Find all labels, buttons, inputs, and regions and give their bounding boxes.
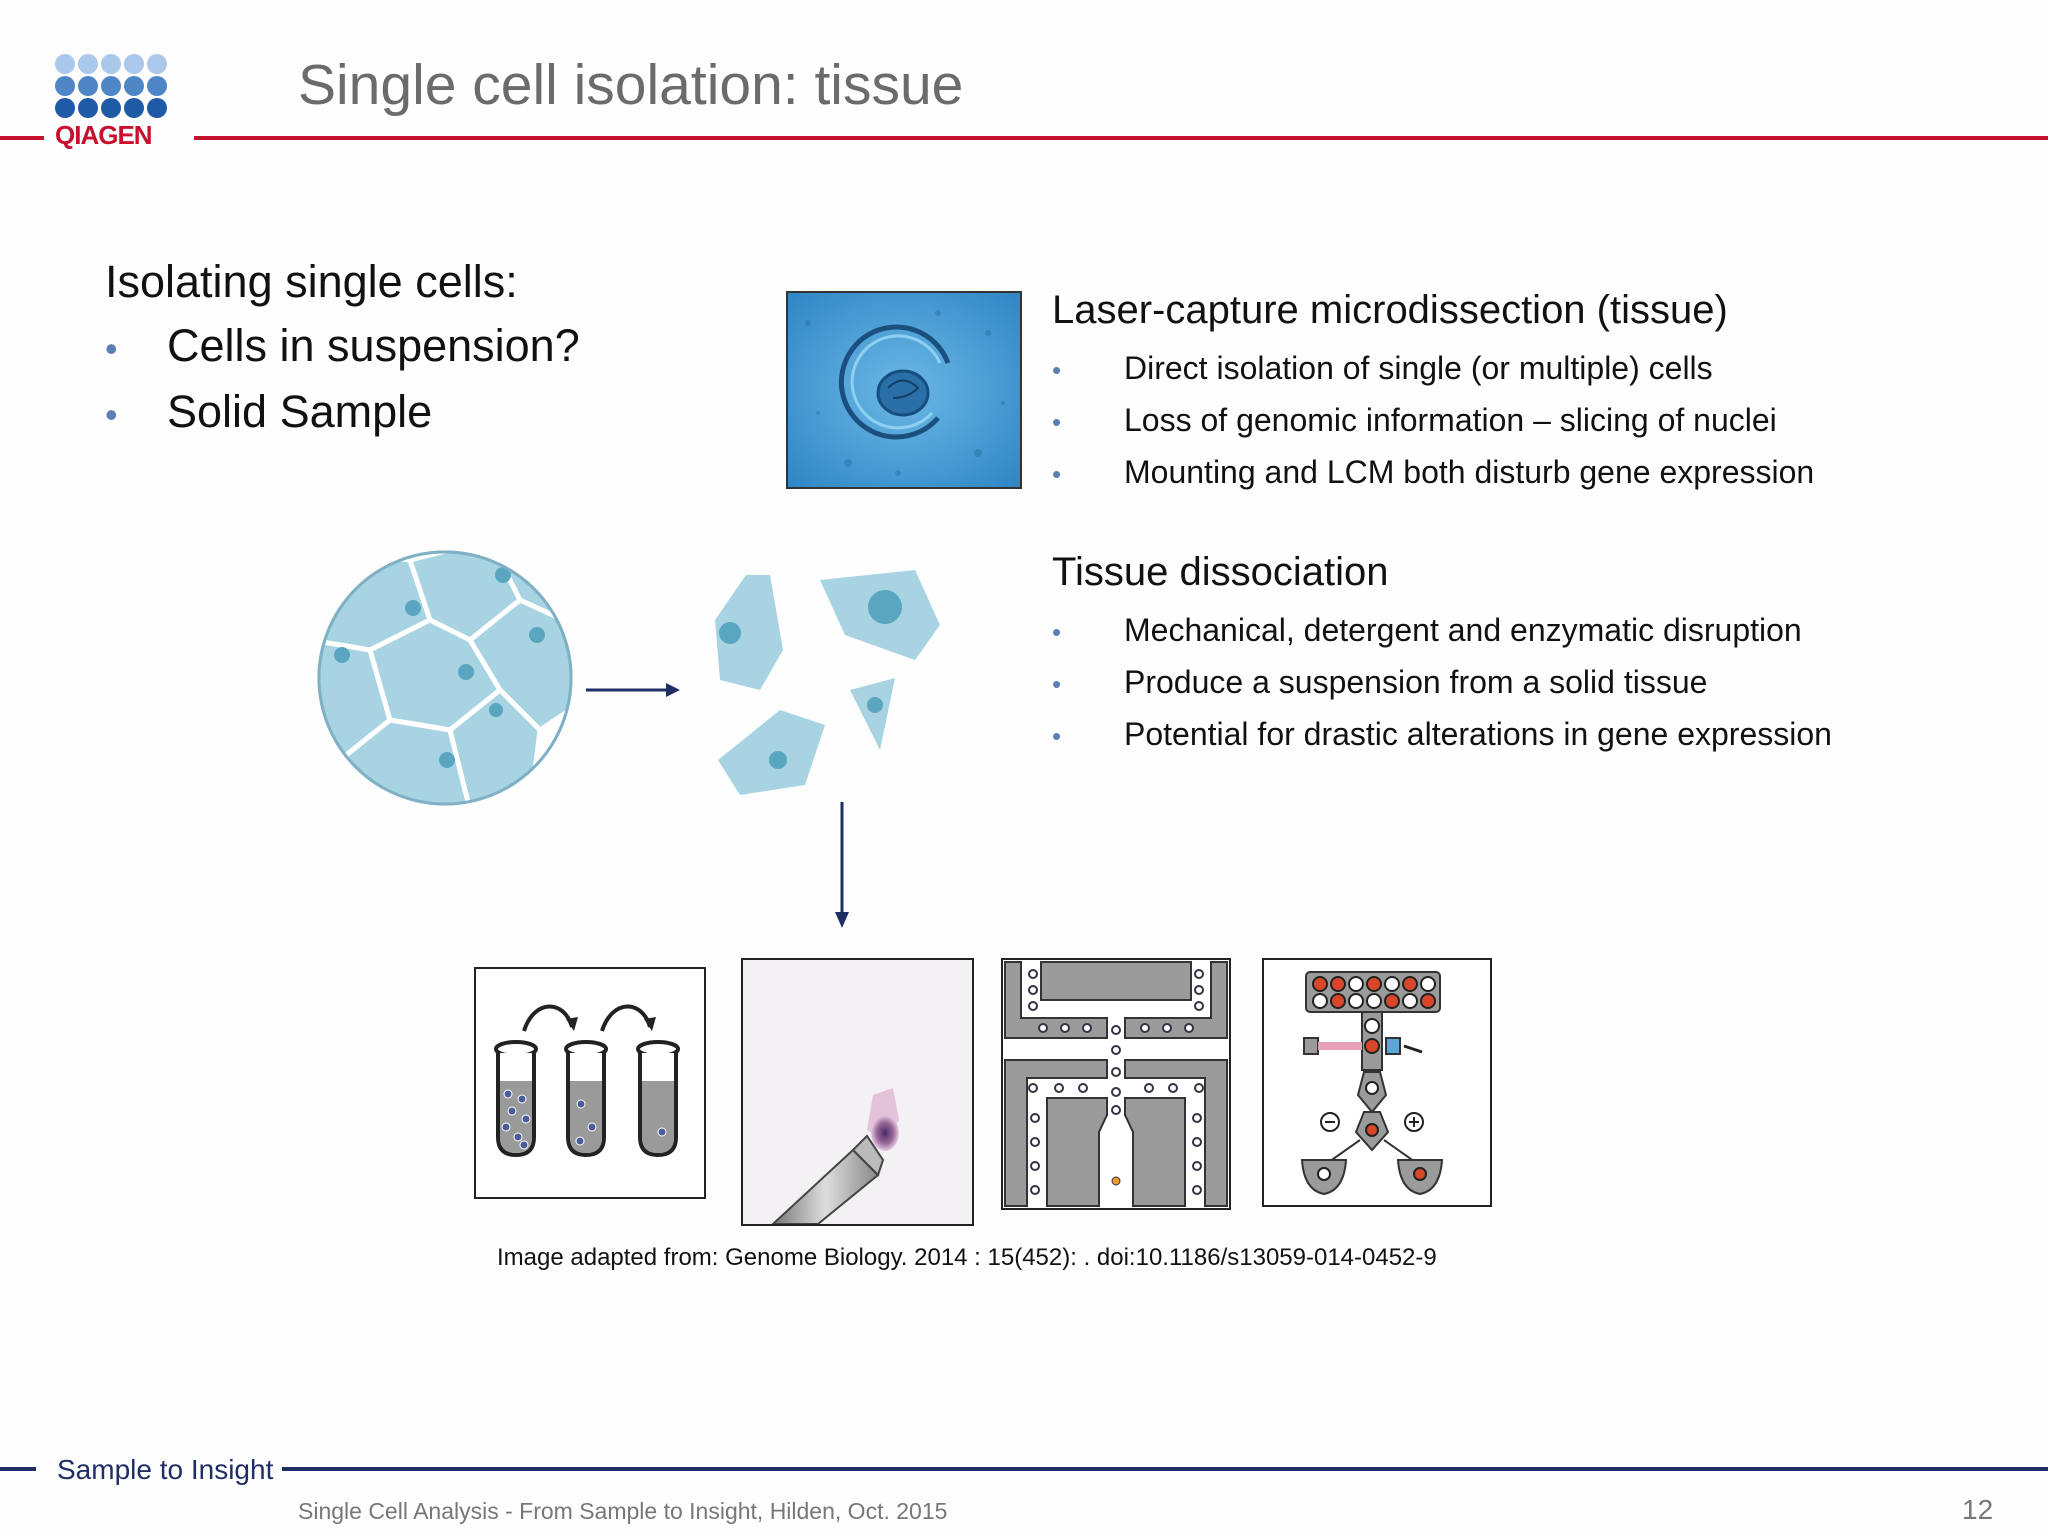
solid-tissue-illustration [317,550,573,806]
footer-tagline: Sample to Insight [57,1454,274,1485]
isolating-heading: Isolating single cells: [105,256,518,307]
left-bullet-text: Cells in suspension? [167,320,580,371]
lcm-section-heading: Laser-capture microdissection (tissue) [1052,288,1728,332]
logo-dot [55,98,75,118]
cell-sorter-icon [1264,960,1490,1205]
footer-rule [282,1467,2048,1471]
arrow-right-icon [586,683,680,697]
header-rule [194,136,2048,140]
dissociation-bullet: • Potential for drastic alterations in ge… [1052,716,1832,753]
bullet-icon: • [1052,407,1062,437]
lcm-micrograph-image [786,291,1022,489]
logo-dot [78,76,98,96]
logo-dot [78,54,98,74]
dissociation-bullet: • Mechanical, detergent and enzymatic dis… [1052,612,1802,649]
bullet-icon: • [1052,355,1062,385]
test-tubes-icon [494,1004,680,1158]
slide-title: Single cell isolation: tissue [298,53,964,117]
bullet-icon: • [1052,669,1062,699]
arrow-down-icon [835,802,849,928]
dissociation-bullet-text: Mechanical, detergent and enzymatic disr… [1124,612,1802,648]
micropipette-icon [743,960,972,1225]
microfluidics-panel [1001,958,1231,1210]
dissociation-bullet-text: Produce a suspension from a solid tissue [1124,664,1708,700]
lcm-bullet-text: Mounting and LCM both disturb gene expre… [1124,454,1815,490]
lcm-bullet: • Loss of genomic information – slicing o… [1052,402,1777,439]
logo-dot [124,98,144,118]
logo-dot [78,98,98,118]
dissociation-bullet: • Produce a suspension from a solid tissu… [1052,664,1707,701]
image-citation: Image adapted from: Genome Biology. 2014… [497,1244,1437,1271]
logo-dot [147,98,167,118]
dissociated-cells-illustration [715,570,940,795]
lcm-bullet-text: Direct isolation of single (or multiple)… [1124,350,1713,386]
bullet-icon: • [1052,459,1062,489]
logo-text: QIAGEN [55,120,153,150]
footer-event-text: Single Cell Analysis - From Sample to In… [298,1498,948,1524]
logo-dot [147,54,167,74]
logo-dot [55,54,75,74]
page-number: 12 [1962,1494,1994,1525]
left-bullet-item: • Cells in suspension? [105,320,580,372]
logo-dot [124,54,144,74]
left-bullet-text: Solid Sample [167,386,433,437]
logo-dot [124,76,144,96]
logo-dot [55,76,75,96]
logo-dot [101,76,121,96]
bullet-icon: • [1052,721,1062,751]
lcm-bullet-text: Loss of genomic information – slicing of… [1124,402,1777,438]
micromanipulation-panel [741,958,974,1226]
logo-dot [147,76,167,96]
facs-panel [1262,958,1492,1207]
footer-rule-left [0,1467,36,1471]
qiagen-logo: QIAGEN [55,54,175,154]
logo-dot [101,98,121,118]
microfluidic-chip-icon [1003,960,1229,1208]
serial-dilution-panel [474,967,706,1199]
bullet-icon: • [105,328,118,370]
header-rule-left [0,136,44,140]
dissociation-bullet-text: Potential for drastic alterations in gen… [1124,716,1832,752]
tissue-dissociation-diagram [317,550,940,806]
left-bullet-item: • Solid Sample [105,386,432,438]
logo-dot [101,54,121,74]
bullet-icon: • [1052,617,1062,647]
lcm-bullet: • Mounting and LCM both disturb gene expr… [1052,454,1814,491]
lcm-bullet: • Direct isolation of single (or multiple… [1052,350,1713,387]
dissociation-section-heading: Tissue dissociation [1052,550,1389,594]
bullet-icon: • [105,394,118,436]
